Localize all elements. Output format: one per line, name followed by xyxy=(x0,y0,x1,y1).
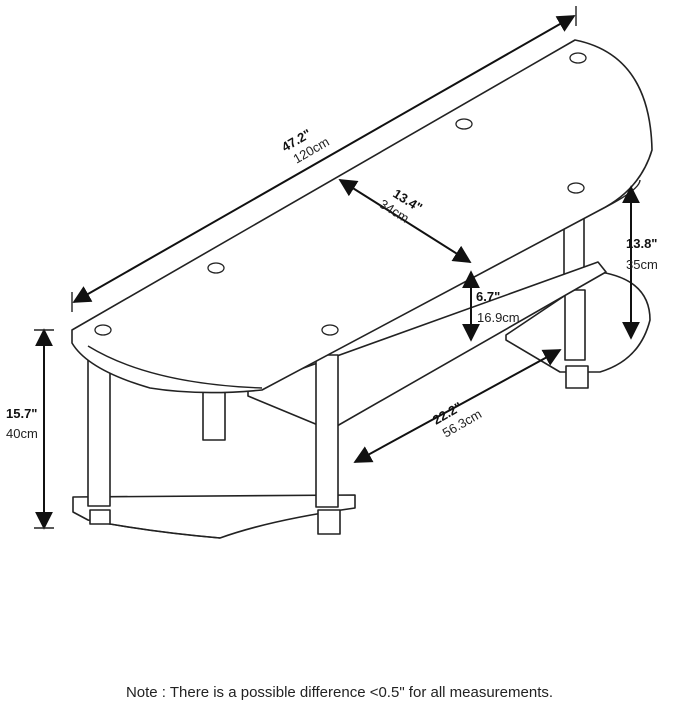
left-bottom-shelf xyxy=(72,494,356,539)
top-hole xyxy=(569,52,587,64)
top-hole xyxy=(321,324,339,336)
depth-dimension-line xyxy=(338,179,472,263)
clearance-imperial-label: 6.7" xyxy=(476,289,500,304)
height-metric-label: 40cm xyxy=(6,426,38,441)
left-leg-right xyxy=(317,509,341,535)
top-hole xyxy=(207,262,225,274)
height-imperial-label: 15.7" xyxy=(6,406,37,421)
left-leg-left xyxy=(89,509,111,525)
dimension-lines xyxy=(34,6,640,530)
top-hole xyxy=(567,182,585,194)
top-hole xyxy=(94,324,112,336)
right-leg xyxy=(565,365,589,389)
measurement-note: Note : There is a possible difference <0… xyxy=(125,684,554,701)
inner-width-dimension-line xyxy=(353,349,562,463)
tv-stand-illustration xyxy=(71,39,653,539)
side-height-imperial-label: 13.8" xyxy=(626,236,657,251)
width-dimension-line xyxy=(72,15,576,303)
left-front-post-inner xyxy=(315,354,339,508)
side-height-metric-label: 35cm xyxy=(626,257,658,272)
right-front-post xyxy=(564,289,586,361)
clearance-metric-label: 16.9cm xyxy=(477,310,520,325)
top-hole xyxy=(455,118,473,130)
